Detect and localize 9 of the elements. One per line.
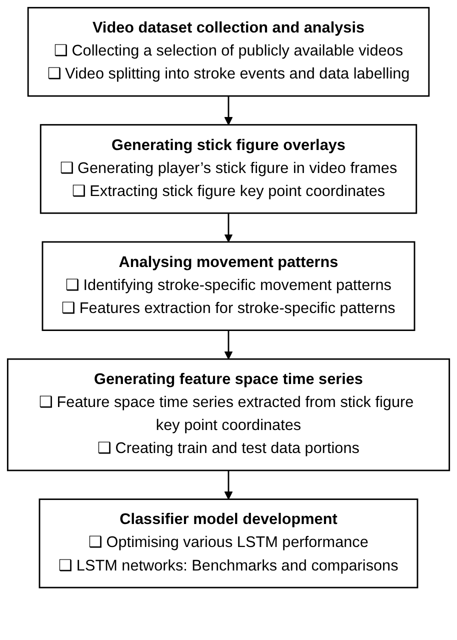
arrow <box>224 96 233 126</box>
arrow <box>224 330 233 360</box>
node-box: Analysing movement patterns ❑ Identifying stroke-specific movement patterns ❑ Features extraction for stroke-specific patterns <box>42 241 416 331</box>
node-box: Generating feature space time series ❑ Feature space time series extracted from stick figure key point coordinates ❑ Creating train and test data portions <box>6 358 450 472</box>
node-box: Video dataset collection and analysis ❑ Collecting a selection of publicly available videos ❑ Video splitting into stroke events and data labelling <box>27 6 430 97</box>
node-box: Generating stick figure overlays ❑ Generating player’s stick figure in video frames ❑ Extracting stick figure key point coordinates <box>40 124 418 214</box>
arrow <box>224 213 233 242</box>
arrow <box>224 470 233 500</box>
node-box: Classifier model development ❑ Optimising various LSTM performance ❑ LSTM networks: Benchmarks and comparisons <box>38 498 418 588</box>
